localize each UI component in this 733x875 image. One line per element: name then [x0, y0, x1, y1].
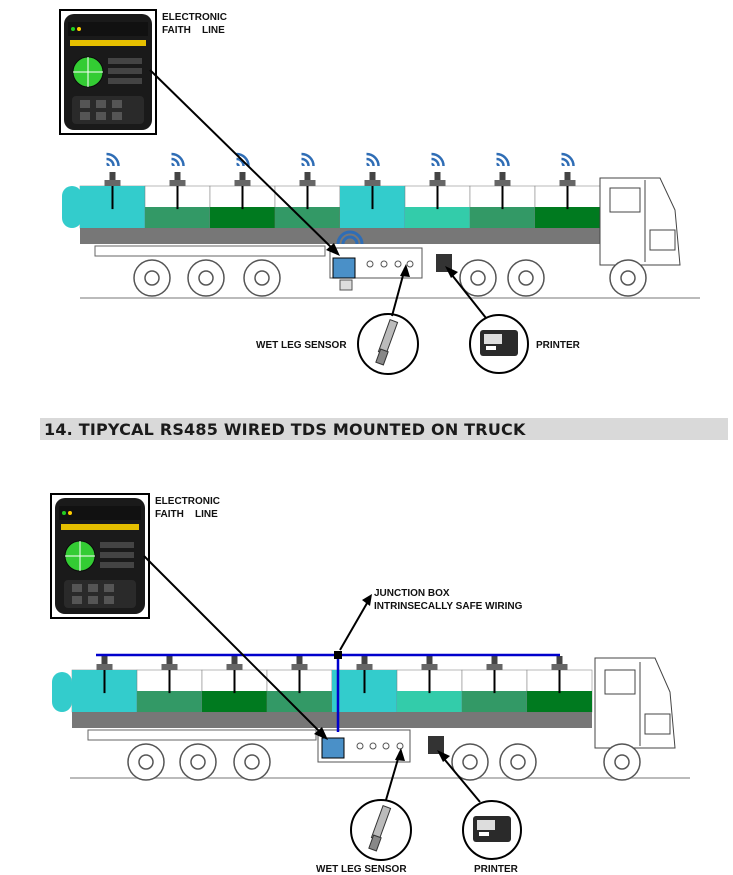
- antenna-icon-7: [496, 152, 510, 167]
- sensor-mast-8: [556, 656, 563, 664]
- sensor-head-6: [421, 664, 438, 670]
- sensor-mast-6: [434, 172, 441, 180]
- wet-leg-sensor-icon-2: [350, 799, 412, 861]
- compartment-fill-3: [210, 207, 275, 228]
- wet-leg-sensor-label: WET LEG SENSOR: [256, 340, 347, 351]
- compartment-fill-8: [535, 207, 600, 228]
- printer-label-2: PRINTER: [474, 864, 519, 875]
- wireless-truck-svg: ELECTRONIC FAITH LINE: [59, 9, 700, 375]
- wired-truck-svg: ELECTRONIC FAITH LINE JUNCTION BOX INTRI…: [50, 493, 690, 875]
- tank-trailer: [62, 185, 601, 244]
- faith-line-device-photo: [59, 9, 157, 135]
- wireless-sensors: [104, 152, 576, 186]
- sensor-head-3: [234, 180, 251, 186]
- sensor-head-6: [429, 180, 446, 186]
- wired-truck-diagram: ELECTRONIC FAITH LINE JUNCTION BOX INTRI…: [0, 480, 733, 875]
- truck-cab-2: [594, 657, 676, 749]
- sensor-mast-1: [109, 172, 116, 180]
- compartment-fill-4: [275, 207, 340, 228]
- sensor-mast-2: [174, 172, 181, 180]
- sensor-head-4: [299, 180, 316, 186]
- compartment-fill-3: [202, 691, 267, 712]
- compartment-fill-7: [470, 207, 535, 228]
- junction-box-label-line1: JUNCTION BOX: [374, 588, 450, 599]
- sensor-mast-4: [296, 656, 303, 664]
- faith-line-device-photo-2: [50, 493, 150, 619]
- sensor-mast-5: [361, 656, 368, 664]
- compartment-fill-6: [397, 691, 462, 712]
- sensor-head-3: [226, 664, 243, 670]
- antenna-icon-3: [236, 152, 250, 167]
- compartment-fill-4: [267, 691, 332, 712]
- antenna-icon-6: [431, 152, 445, 167]
- sensor-head-2: [169, 180, 186, 186]
- sensor-head-5: [364, 180, 381, 186]
- section-heading: 14. TIPYCAL RS485 WIRED TDS MOUNTED ON T…: [44, 420, 526, 439]
- antenna-icon-1: [106, 152, 120, 167]
- section-heading-bar: 14. TIPYCAL RS485 WIRED TDS MOUNTED ON T…: [40, 418, 728, 440]
- sensor-head-7: [494, 180, 511, 186]
- trailer-wheels-2: [127, 743, 641, 781]
- printer-label: PRINTER: [536, 340, 581, 351]
- compartment-fill-6: [405, 207, 470, 228]
- sensor-mast-7: [491, 656, 498, 664]
- antenna-icon-2: [171, 152, 185, 167]
- sensor-head-7: [486, 664, 503, 670]
- antenna-icon-4: [301, 152, 315, 167]
- sensor-mast-5: [369, 172, 376, 180]
- sensor-head-5: [356, 664, 373, 670]
- sensor-mast-6: [426, 656, 433, 664]
- trailer-wheels: [133, 259, 647, 297]
- sensor-mast-1: [101, 656, 108, 664]
- printer-unit-2: [428, 736, 444, 754]
- antenna-icon-8: [561, 152, 575, 167]
- wet-leg-sensor-label-2: WET LEG SENSOR: [316, 864, 407, 875]
- sensor-head-8: [551, 664, 568, 670]
- sensor-mast-7: [499, 172, 506, 180]
- wet-leg-sensor-icon: [357, 313, 419, 375]
- compartment-fill-2: [137, 691, 202, 712]
- sensor-head-4: [291, 664, 308, 670]
- sensor-mast-2: [166, 656, 173, 664]
- device-label-line2-2: FAITH LINE: [155, 509, 218, 520]
- device-label-line1: ELECTRONIC: [162, 12, 227, 23]
- sensor-mast-3: [231, 656, 238, 664]
- wireless-truck-diagram: ELECTRONIC FAITH LINE: [0, 0, 733, 410]
- sensor-head-2: [161, 664, 178, 670]
- junction-box: [334, 651, 342, 659]
- compartment-fill-2: [145, 207, 210, 228]
- sensor-head-1: [104, 180, 121, 186]
- compartment-fill-8: [527, 691, 592, 712]
- printer-icon: [469, 314, 529, 374]
- sensor-mast-4: [304, 172, 311, 180]
- device-label-line2: FAITH LINE: [162, 25, 225, 36]
- compartment-fill-7: [462, 691, 527, 712]
- sensor-head-8: [559, 180, 576, 186]
- sensor-mast-3: [239, 172, 246, 180]
- receiver-antenna-icon: [336, 230, 364, 245]
- printer-icon-2: [462, 800, 522, 860]
- tank-trailer-2: [52, 669, 593, 728]
- sensor-mast-8: [564, 172, 571, 180]
- junction-box-label-line2: INTRINSECALLY SAFE WIRING: [374, 601, 523, 612]
- truck-cab: [599, 177, 681, 266]
- wired-sensors: [96, 656, 568, 670]
- device-label-line1-2: ELECTRONIC: [155, 496, 220, 507]
- antenna-icon-5: [366, 152, 380, 167]
- sensor-head-1: [96, 664, 113, 670]
